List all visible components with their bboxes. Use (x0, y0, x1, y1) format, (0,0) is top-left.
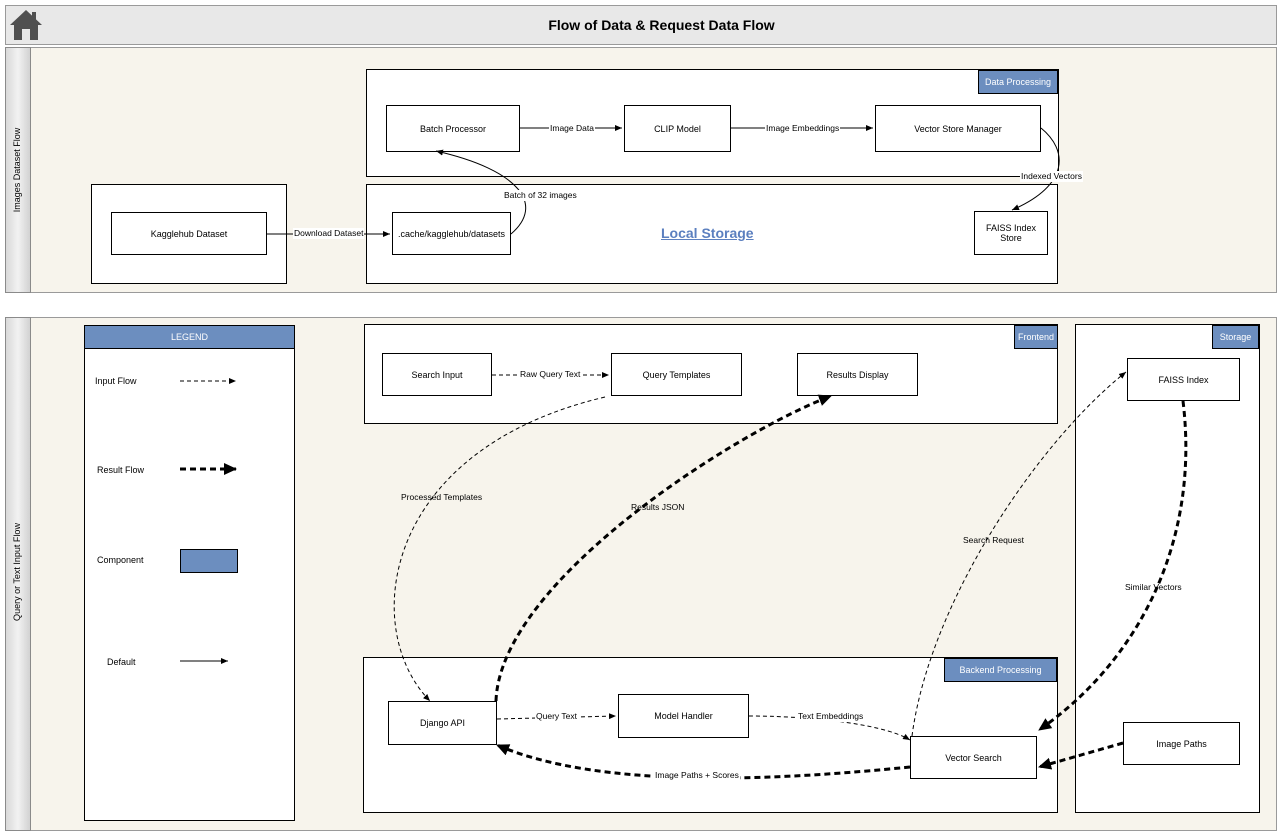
legend-title: LEGEND (84, 325, 295, 349)
node-vector-search[interactable]: Vector Search (910, 736, 1037, 779)
node-django-api[interactable]: Django API (388, 701, 497, 745)
edge-text-embeddings (748, 715, 911, 741)
legend-component-label: Component (97, 555, 144, 565)
label-image-data: Image Data (549, 123, 595, 134)
edge-results-json (494, 394, 832, 702)
label-search-request: Search Request (963, 535, 1024, 545)
node-results-display[interactable]: Results Display (797, 353, 918, 396)
edge-similar-vectors (1038, 400, 1188, 732)
legend-panel (84, 325, 295, 821)
node-faiss-index-store[interactable]: FAISS Index Store (974, 211, 1048, 255)
label-batch-of-32: Batch of 32 images (503, 190, 578, 201)
label-image-paths-scores: Image Paths + Scores (654, 770, 740, 781)
node-search-input[interactable]: Search Input (382, 353, 492, 396)
label-indexed-vectors: Indexed Vectors (1020, 171, 1083, 182)
tag-backend-processing: Backend Processing (944, 658, 1057, 682)
local-storage-label: Local Storage (661, 225, 754, 241)
legend-input-flow-label: Input Flow (95, 376, 137, 386)
node-cache-datasets[interactable]: .cache/kagglehub/datasets (392, 212, 511, 255)
label-processed-templates: Processed Templates (401, 492, 483, 502)
edge-batch-of-32 (435, 149, 527, 235)
node-faiss-index[interactable]: FAISS Index (1127, 358, 1240, 401)
node-vector-store-manager[interactable]: Vector Store Manager (875, 105, 1041, 152)
tag-frontend: Frontend (1014, 325, 1058, 349)
tag-data-processing: Data Processing (978, 70, 1058, 94)
lane-header-query (5, 317, 31, 831)
edge-processed-templates (393, 396, 606, 702)
node-batch-processor[interactable]: Batch Processor (386, 105, 520, 152)
label-image-embeddings: Image Embeddings (765, 123, 841, 134)
legend-result-flow-label: Result Flow (97, 465, 145, 475)
label-similar-vectors: Similar Vectors (1125, 582, 1182, 592)
diagram-title: Flow of Data & Request Data Flow (548, 17, 775, 33)
home-icon[interactable] (8, 8, 44, 42)
node-image-paths[interactable]: Image Paths (1123, 722, 1240, 765)
node-query-templates[interactable]: Query Templates (611, 353, 742, 396)
edge-indexed-vectors (1011, 127, 1060, 211)
label-text-embeddings: Text Embeddings (797, 711, 865, 722)
edge-image-paths-scores (496, 743, 911, 780)
label-download-dataset: Download Dataset (293, 228, 365, 239)
label-query-text: Query Text (535, 711, 578, 722)
label-raw-query-text: Raw Query Text (519, 369, 582, 380)
node-kagglehub-dataset[interactable]: Kagglehub Dataset (111, 212, 267, 255)
label-results-json: Results JSON (631, 502, 685, 512)
edge-image-paths (1038, 741, 1124, 770)
tag-storage: Storage (1212, 325, 1259, 349)
title-bar (5, 5, 1277, 45)
node-model-handler[interactable]: Model Handler (618, 694, 749, 738)
node-clip-model[interactable]: CLIP Model (624, 105, 731, 152)
lane-header-images (5, 47, 31, 293)
edge-search-request (911, 371, 1127, 737)
legend-default-label: Default (107, 657, 136, 667)
legend-component-swatch (180, 549, 238, 573)
